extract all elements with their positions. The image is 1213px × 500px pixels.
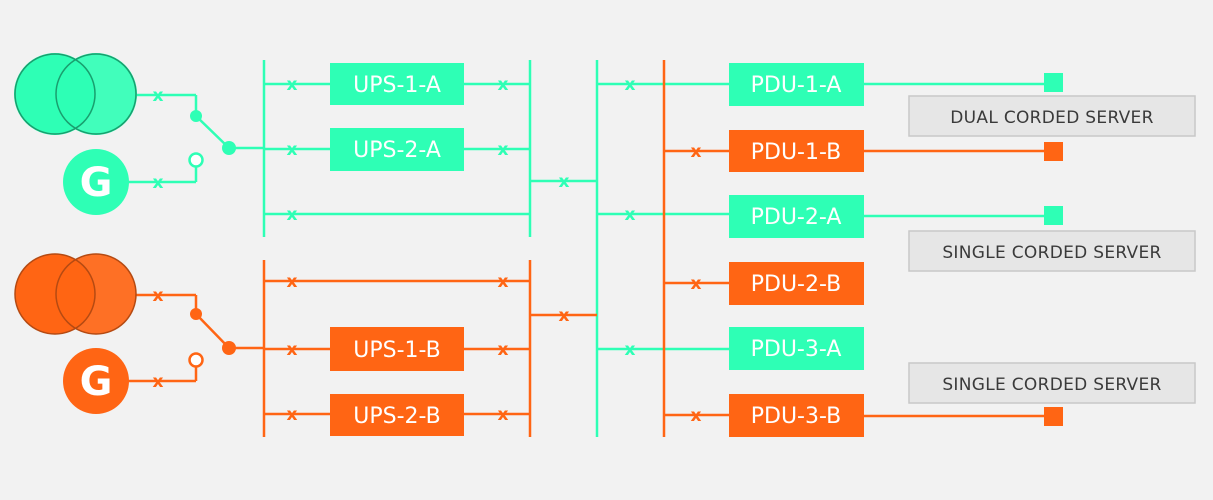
pdu-3-b-label: PDU-3-B: [751, 404, 842, 429]
breaker-mark: x: [287, 340, 298, 360]
breaker-mark: x: [625, 75, 636, 95]
generator-b-label: G: [80, 359, 113, 405]
breaker-mark: x: [498, 340, 509, 360]
transfer-switch-b: [188, 308, 236, 368]
pdu-2-a: PDU-2-A: [729, 195, 864, 238]
breaker-mark: x: [691, 274, 702, 294]
breaker-mark: x: [498, 140, 509, 160]
ups-2-b-label: UPS-2-B: [353, 404, 441, 429]
breaker-mark: x: [498, 75, 509, 95]
server-box-dual-corded: DUAL CORDED SERVER: [908, 95, 1196, 137]
generator-a-label: G: [80, 160, 113, 206]
breaker-mark: x: [287, 405, 298, 425]
server-label: DUAL CORDED SERVER: [950, 108, 1153, 128]
server-box-single-corded-1: SINGLE CORDED SERVER: [908, 230, 1196, 272]
server-terminal-a: [1044, 206, 1063, 225]
pdu-1-a-label: PDU-1-A: [751, 73, 842, 98]
server-label: SINGLE CORDED SERVER: [942, 243, 1161, 263]
ups-2-b: UPS-2-B: [330, 394, 464, 436]
breaker-mark: x: [287, 205, 298, 225]
breaker-mark: x: [498, 272, 509, 292]
generator-a: G: [63, 149, 129, 215]
pdu-3-a-label: PDU-3-A: [751, 337, 842, 362]
ups-1-b-label: UPS-1-B: [353, 338, 441, 363]
breaker-mark: x: [498, 405, 509, 425]
server-box-single-corded-2: SINGLE CORDED SERVER: [908, 362, 1196, 404]
server-terminal-a: [1044, 73, 1063, 92]
breaker-mark: x: [691, 142, 702, 162]
breaker-mark: x: [153, 372, 164, 392]
feed-a-lines: [128, 60, 1044, 437]
transfer-switch-a: [188, 110, 236, 168]
pdu-1-b: PDU-1-B: [729, 130, 864, 172]
ups-2-a-label: UPS-2-A: [353, 138, 441, 163]
server-terminal-b: [1044, 407, 1063, 426]
breaker-mark: x: [559, 172, 570, 192]
pdu-2-b-label: PDU-2-B: [751, 272, 842, 297]
overlapping-circles-utility-icon: [14, 253, 137, 335]
breaker-mark: x: [153, 286, 164, 306]
pdu-1-a: PDU-1-A: [729, 63, 864, 106]
breaker-mark: x: [287, 140, 298, 160]
ups-1-a-label: UPS-1-A: [353, 73, 441, 98]
breaker-mark: x: [625, 205, 636, 225]
pdu-2-a-label: PDU-2-A: [751, 205, 842, 230]
breaker-mark: x: [625, 340, 636, 360]
overlapping-circles-utility-icon: [14, 53, 137, 135]
pdu-1-b-label: PDU-1-B: [751, 140, 842, 165]
pdu-3-a: PDU-3-A: [729, 327, 864, 370]
feed-b-lines: [128, 60, 1044, 437]
server-terminal-b: [1044, 142, 1063, 161]
ups-1-b: UPS-1-B: [330, 327, 464, 371]
breaker-mark: x: [287, 75, 298, 95]
breakers-feed-b: x x x x x x x x x x x x: [153, 142, 702, 426]
pdu-3-b: PDU-3-B: [729, 394, 864, 437]
generator-b: G: [63, 348, 129, 414]
breakers-feed-a: x x x x x x x x x x x: [153, 75, 636, 360]
ups-1-a: UPS-1-A: [330, 63, 464, 105]
ups-2-a: UPS-2-A: [330, 128, 464, 171]
breaker-mark: x: [153, 173, 164, 193]
server-label: SINGLE CORDED SERVER: [942, 375, 1161, 395]
breaker-mark: x: [153, 86, 164, 106]
pdu-2-b: PDU-2-B: [729, 262, 864, 305]
breaker-mark: x: [287, 272, 298, 292]
breaker-mark: x: [559, 306, 570, 326]
breaker-mark: x: [691, 406, 702, 426]
